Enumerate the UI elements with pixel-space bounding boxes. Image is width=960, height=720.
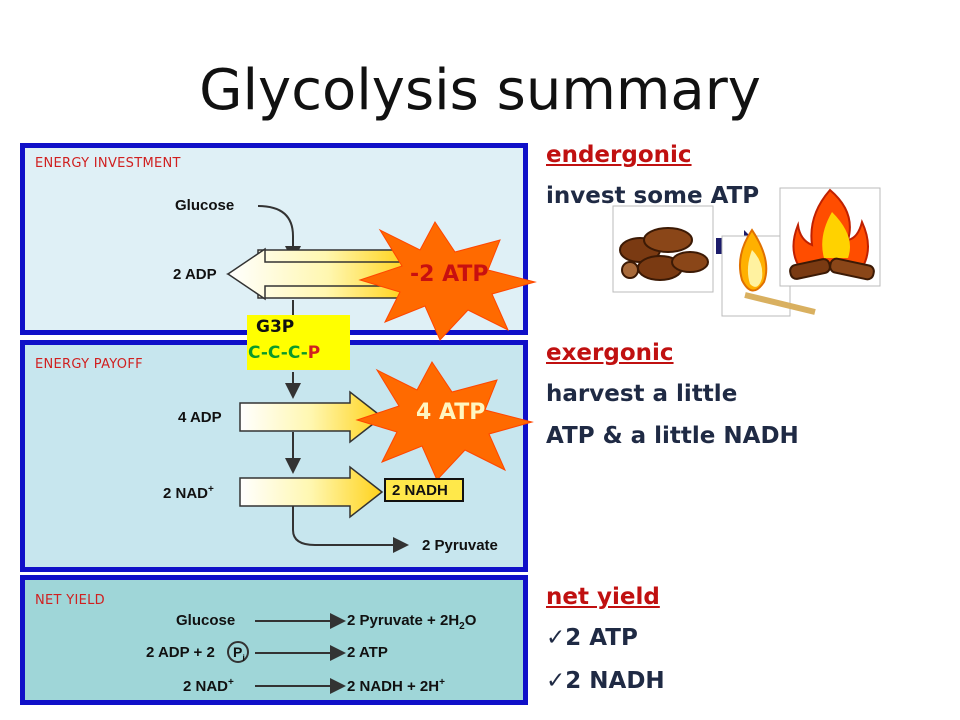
check-icon: ✓	[546, 625, 566, 651]
atp-right-arrow	[239, 390, 384, 444]
payoff-nad-label: 2 NAD+	[163, 484, 214, 502]
net-atp-label: 2 ATP	[347, 644, 388, 661]
match-illustration	[721, 228, 816, 317]
g3p-label: G3P	[256, 317, 295, 337]
net-glucose-label: Glucose	[176, 612, 236, 629]
slide-title: Glycolysis summary	[199, 58, 761, 123]
net-yield-item-nadh: ✓2 NADH	[546, 668, 665, 694]
net-nadh-label: 2 NADH + 2H+	[347, 677, 445, 695]
exergonic-heading: exergonic	[546, 340, 674, 366]
net-yield-item-atp: ✓2 ATP	[546, 625, 638, 651]
exergonic-line-2: ATP & a little NADH	[546, 423, 799, 449]
adp-left-arrow	[226, 247, 411, 301]
endergonic-body: invest some ATP	[546, 183, 760, 209]
glucose-flow-line	[257, 205, 301, 262]
phosphate-circle	[227, 641, 249, 663]
net-nad-label: 2 NAD+	[183, 677, 234, 695]
phosphate-label: Pi	[233, 644, 245, 663]
nadh-label: 2 NADH	[392, 482, 448, 499]
net-adp-label: 2 ADP + 2	[146, 644, 215, 661]
payoff-adp-label: 4 ADP	[178, 409, 222, 426]
energy-payoff-label: ENERGY PAYOFF	[35, 357, 143, 372]
check-icon: ✓	[546, 668, 566, 694]
nadh-box: 2 NADH	[384, 478, 464, 502]
net-yield-panel: NET YIELD	[20, 575, 528, 705]
net-pyruvate-label: 2 Pyruvate + 2H2O	[347, 612, 477, 632]
campfire-illustration	[779, 187, 881, 287]
pyruvate-label: 2 Pyruvate	[422, 537, 498, 554]
glucose-label: Glucose	[175, 197, 235, 214]
g3p-box: G3P C-C-C-P	[247, 315, 350, 370]
investment-adp-label: 2 ADP	[173, 266, 217, 283]
exergonic-line-1: harvest a little	[546, 381, 738, 407]
g3p-formula: C-C-C-P	[248, 343, 321, 363]
pyruvate-line	[292, 505, 409, 553]
energy-investment-label: ENERGY INVESTMENT	[35, 156, 181, 171]
payoff-atp-text: 4 ATP	[416, 400, 486, 425]
endergonic-heading: endergonic	[546, 142, 692, 168]
nadh-right-arrow	[239, 465, 384, 519]
logs-illustration	[612, 205, 714, 293]
invest-atp-burst	[358, 221, 537, 341]
invest-atp-text: -2 ATP	[410, 262, 489, 287]
net-yield-heading: net yield	[546, 584, 660, 610]
net-yield-label: NET YIELD	[35, 593, 105, 608]
